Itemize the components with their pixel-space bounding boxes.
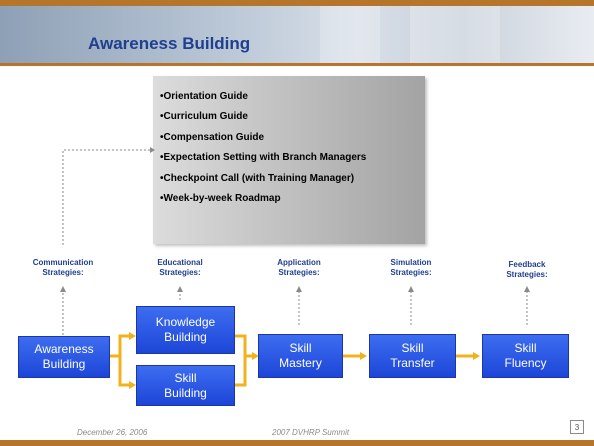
stage-label-line: Building bbox=[42, 357, 86, 371]
callout-item: Compensation Guide bbox=[160, 131, 425, 151]
header-decor-pane bbox=[410, 6, 500, 63]
callout-item: Expectation Setting with Branch Managers bbox=[160, 151, 425, 171]
footer-event: 2007 DVHRP Summit bbox=[272, 428, 350, 437]
stage-skill-building: Skill Building bbox=[136, 365, 235, 406]
stage-label-line: Skill bbox=[401, 341, 424, 355]
callout-connector-line bbox=[62, 149, 150, 245]
strategy-connector-arrowhead bbox=[408, 286, 414, 292]
strategy-label-line: Strategies: bbox=[159, 268, 201, 277]
callout-list: Orientation Guide Curriculum Guide Compe… bbox=[153, 76, 425, 212]
flow-arrowhead bbox=[473, 352, 480, 360]
strategy-connector-arrowhead bbox=[60, 286, 66, 292]
stage-skill-transfer: Skill Transfer bbox=[369, 334, 456, 378]
strategy-label-line: Educational bbox=[157, 258, 203, 267]
stage-label-line: Mastery bbox=[279, 356, 322, 370]
stage-label-line: Skill bbox=[289, 341, 312, 355]
stage-label-line: Building bbox=[164, 330, 207, 344]
stage-label-line: Awareness bbox=[34, 342, 94, 356]
strategy-label-line: Communication bbox=[32, 258, 94, 267]
callout-box: Orientation Guide Curriculum Guide Compe… bbox=[153, 76, 425, 244]
header-rule bbox=[0, 63, 594, 66]
callout-connector-arrowhead bbox=[150, 147, 155, 153]
callout-item: Curriculum Guide bbox=[160, 110, 425, 130]
callout-item: Orientation Guide bbox=[160, 90, 425, 110]
strategy-label-line: Feedback bbox=[508, 260, 546, 269]
strategy-connector-arrowhead bbox=[177, 286, 183, 292]
stage-label-line: Fluency bbox=[504, 356, 547, 370]
stage-label-line: Skill bbox=[514, 341, 537, 355]
flow-arrowhead bbox=[360, 352, 367, 360]
stage-label-line: Building bbox=[164, 385, 207, 400]
callout-item: Week-by-week Roadmap bbox=[160, 192, 425, 212]
stage-awareness-building: Awareness Building bbox=[18, 336, 110, 378]
bottom-accent-bar bbox=[0, 440, 594, 446]
flow-arrowhead bbox=[129, 381, 136, 389]
stage-label-line: Knowledge bbox=[155, 315, 216, 329]
strategy-label-simulation: Simulation Strategies: bbox=[371, 258, 451, 278]
header-decor-pane bbox=[320, 6, 380, 63]
stage-skill-mastery: Skill Mastery bbox=[258, 334, 343, 378]
strategy-connector-arrowhead bbox=[296, 286, 302, 292]
stage-knowledge-building: Knowledge Building bbox=[136, 306, 235, 354]
flow-arrowhead bbox=[252, 352, 259, 360]
flow-arrow-skill-building-to-mastery bbox=[235, 356, 247, 387]
page-number: 3 bbox=[570, 420, 584, 434]
strategy-label-line: Strategies: bbox=[506, 270, 548, 279]
flow-arrow-awareness-to-knowledge bbox=[110, 334, 130, 358]
flow-arrowhead bbox=[129, 332, 136, 340]
flow-arrow-awareness-to-skill-building bbox=[118, 356, 130, 387]
strategy-label-educational: Educational Strategies: bbox=[140, 258, 220, 278]
top-accent-bar bbox=[0, 0, 594, 6]
strategy-label-line: Application bbox=[277, 258, 321, 267]
stage-skill-fluency: Skill Fluency bbox=[482, 334, 569, 378]
strategy-label-line: Simulation bbox=[390, 258, 432, 267]
flow-arrow-knowledge-to-mastery bbox=[235, 334, 253, 358]
stage-label-line: Transfer bbox=[390, 356, 435, 370]
strategy-label-line: Strategies: bbox=[390, 268, 432, 277]
header-banner bbox=[0, 6, 594, 63]
strategy-label-line: Strategies: bbox=[42, 268, 84, 277]
strategy-label-application: Application Strategies: bbox=[259, 258, 339, 278]
strategy-label-line: Strategies: bbox=[278, 268, 320, 277]
footer-date: December 26, 2006 bbox=[77, 428, 148, 437]
strategy-label-feedback: Feedback Strategies: bbox=[487, 260, 567, 280]
callout-item: Checkpoint Call (with Training Manager) bbox=[160, 172, 425, 192]
strategy-connector-arrowhead bbox=[524, 286, 530, 292]
slide-title: Awareness Building bbox=[88, 34, 251, 53]
strategy-label-communication: Communication Strategies: bbox=[23, 258, 103, 278]
stage-label-line: Skill bbox=[174, 370, 197, 385]
